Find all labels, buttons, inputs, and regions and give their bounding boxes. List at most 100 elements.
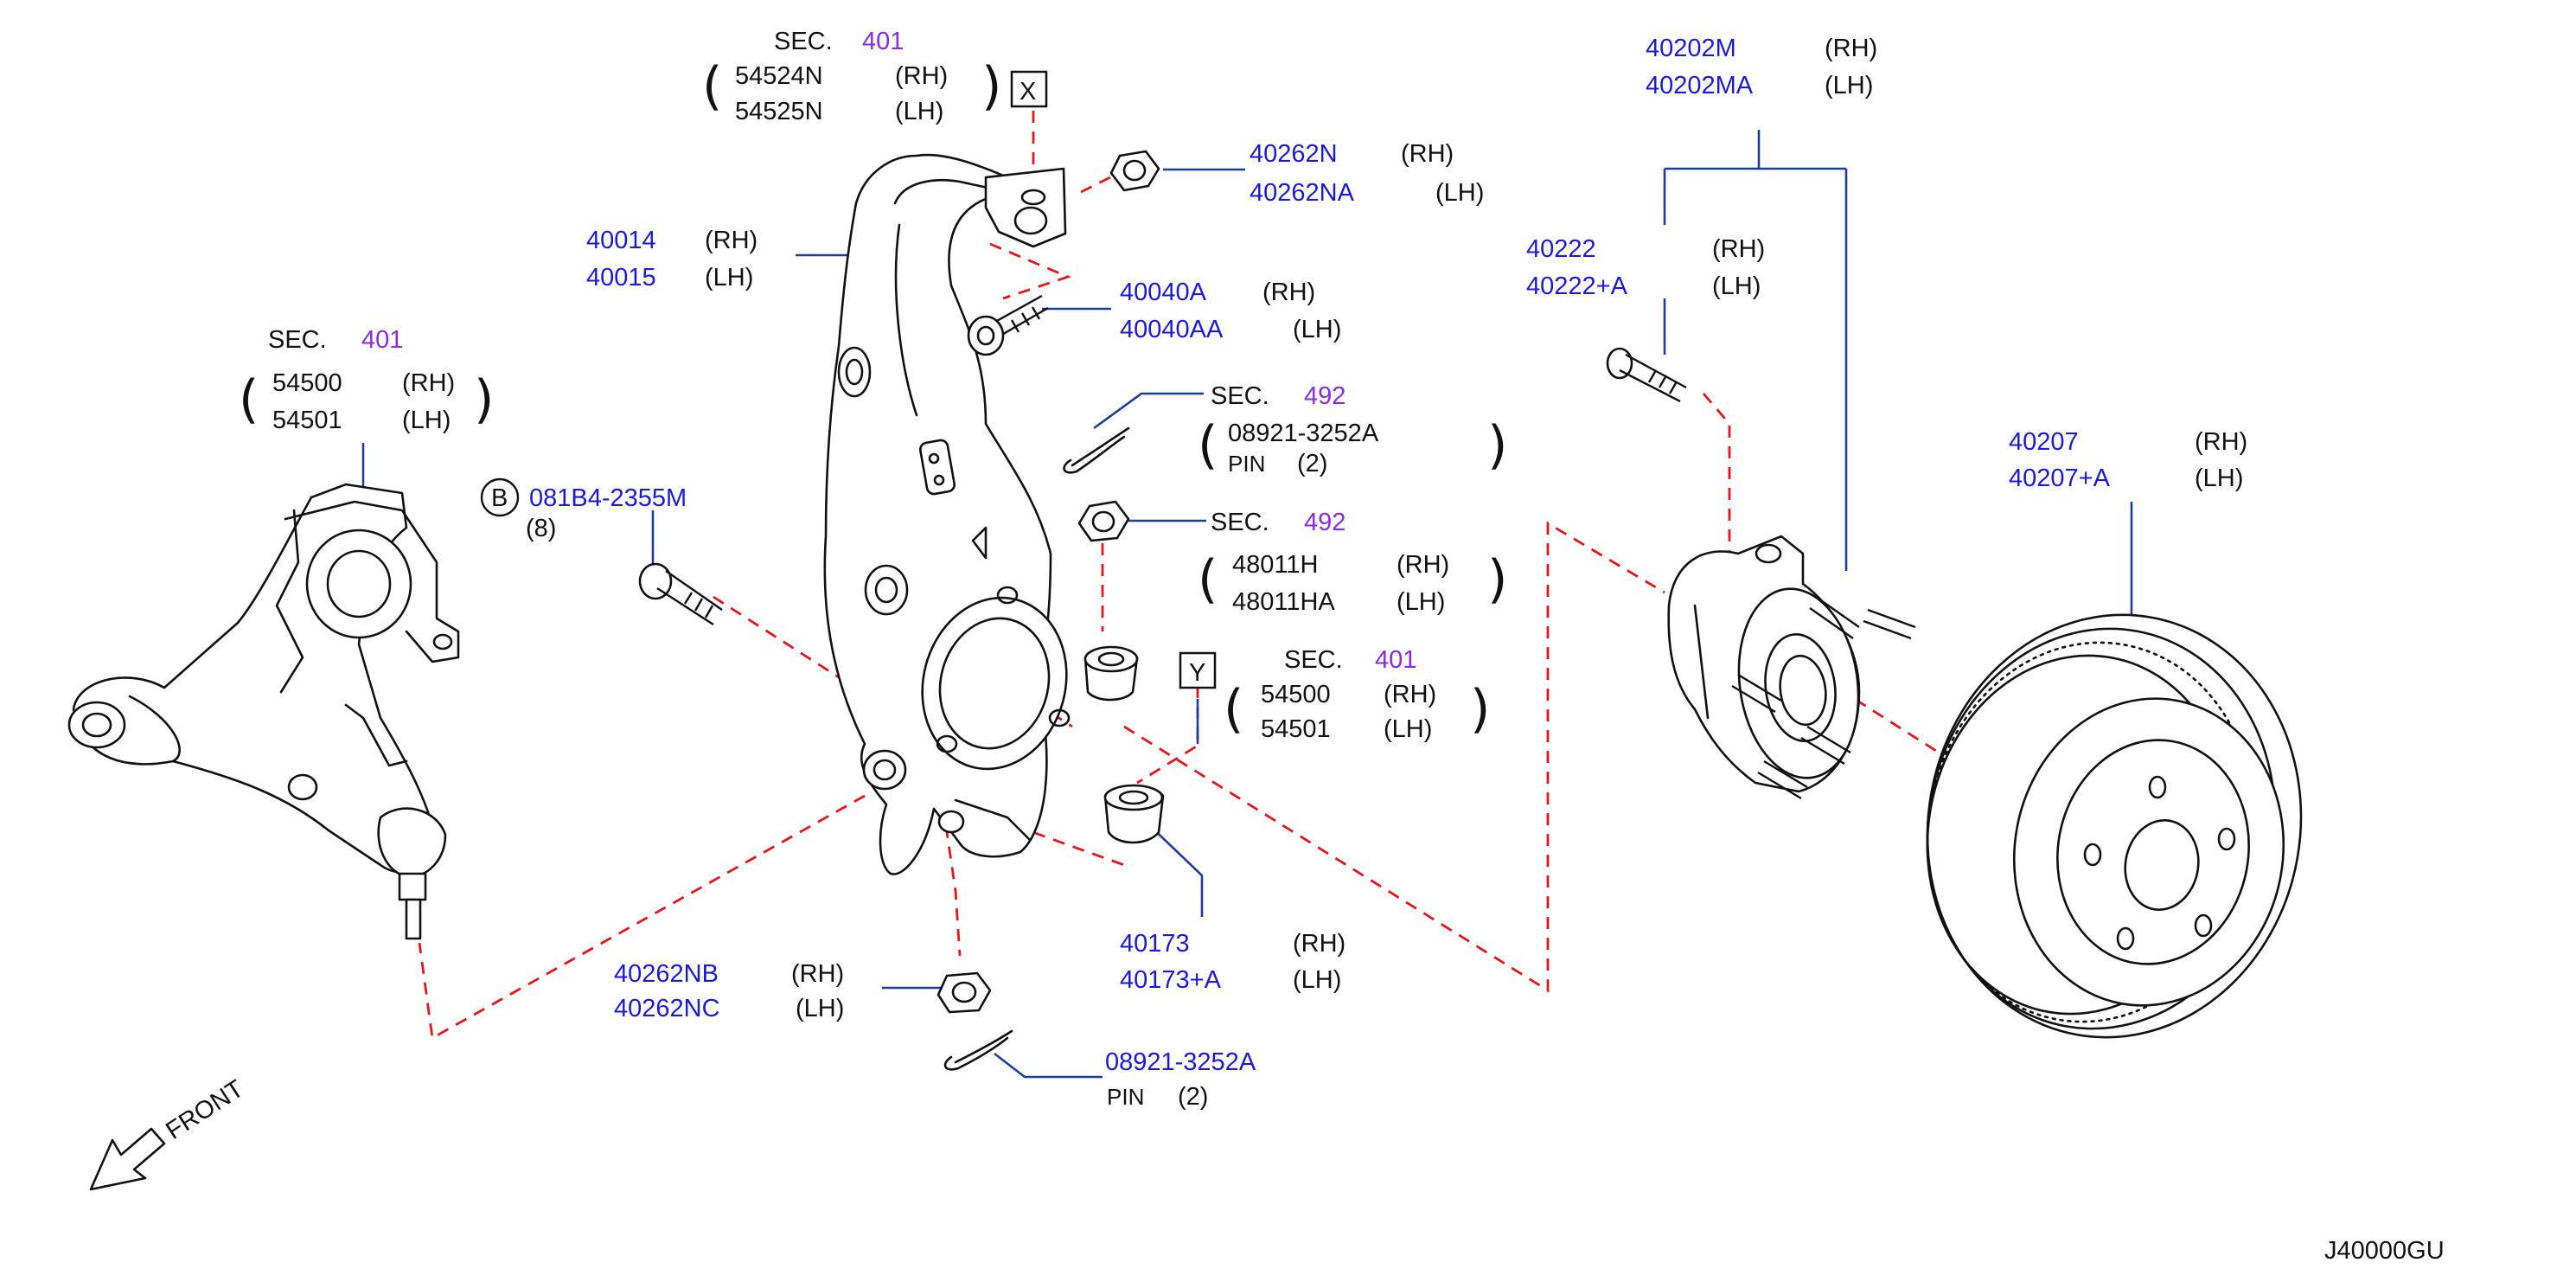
side-label: (LH)	[1825, 72, 1873, 99]
sec-number: 492	[1304, 382, 1346, 410]
side-label: (LH)	[1293, 316, 1341, 343]
sec-number: 492	[1304, 509, 1346, 536]
svg-text:): )	[474, 369, 494, 430]
part-number: 48011H	[1232, 551, 1318, 579]
callout-sec492-pin: SEC. 492 ( ) 08921-3252A PIN (2)	[1198, 382, 1507, 477]
sec-label: SEC.	[1211, 382, 1269, 410]
part-number: 40202M	[1646, 35, 1736, 62]
side-label: (RH)	[705, 227, 757, 254]
side-label: (RH)	[895, 62, 948, 90]
sec-label: SEC.	[1284, 646, 1343, 674]
callout-40262n: 40262N (RH) 40262NA (LH)	[1250, 140, 1484, 207]
pin-label: PIN	[1228, 451, 1265, 477]
part-number: 40207+A	[2009, 465, 2111, 492]
part-number: 08921-3252A	[1228, 420, 1379, 447]
svg-text:(: (	[702, 56, 722, 117]
part-number: 54501	[1261, 715, 1331, 743]
part-number: 54501	[272, 407, 342, 434]
side-label: (LH)	[796, 995, 844, 1022]
part-number: 54500	[1261, 681, 1331, 708]
callout-40262nb: 40262NB (RH) 40262NC (LH)	[614, 960, 844, 1022]
svg-text:(: (	[1198, 415, 1218, 476]
part-number: 40262NB	[614, 960, 719, 988]
quantity: (2)	[1178, 1083, 1208, 1111]
callout-40202m: 40202M (RH) 40202MA (LH)	[1646, 35, 1877, 99]
svg-text:(: (	[1198, 549, 1218, 610]
part-number: 40222+A	[1526, 272, 1628, 300]
part-number: 40262N	[1250, 140, 1338, 168]
quantity: (8)	[526, 515, 556, 542]
callout-40173: 40173 (RH) 40173+A (LH)	[1120, 930, 1346, 994]
steering-knuckle	[823, 153, 1071, 875]
part-number: 54525N	[735, 98, 823, 125]
part-number: 40202MA	[1646, 72, 1754, 99]
part-number: 48011HA	[1232, 588, 1335, 616]
callout-40014: 40014 (RH) 40015 (LH)	[586, 227, 757, 292]
pin-label: PIN	[1107, 1084, 1144, 1110]
side-label: (LH)	[1397, 588, 1445, 616]
part-number: 08921-3252A	[1105, 1048, 1256, 1076]
callout-pin-bottom: 08921-3252A PIN (2)	[1105, 1048, 1256, 1111]
quantity: (2)	[1297, 450, 1327, 477]
svg-text:): )	[981, 56, 1001, 117]
part-number: 40173	[1120, 930, 1190, 958]
svg-text:): )	[1487, 415, 1507, 476]
callout-40040a: 40040A (RH) 40040AA (LH)	[1120, 279, 1341, 343]
side-label: (LH)	[402, 407, 451, 434]
part-number: 54524N	[735, 62, 823, 90]
svg-text:): )	[1487, 549, 1507, 610]
part-number: 40222	[1526, 235, 1596, 263]
side-label: (RH)	[1825, 35, 1877, 62]
diagram-code: J40000GU	[2324, 1237, 2445, 1265]
side-label: (LH)	[1435, 179, 1484, 207]
knuckle-fasteners	[638, 150, 1165, 1071]
part-number: 40262NC	[614, 995, 720, 1022]
part-number: 40040A	[1120, 279, 1207, 306]
callout-sec401-top: SEC. 401 ( ) 54524N (RH) 54525N (LH) X	[702, 28, 1048, 125]
part-number: 40207	[2009, 428, 2079, 456]
sec-label: SEC.	[268, 326, 327, 354]
brake-rotor	[1926, 613, 2303, 1039]
front-arrow-icon	[89, 1127, 166, 1191]
callout-40222: 40222 (RH) 40222+A (LH)	[1526, 235, 1765, 300]
part-number: 40040AA	[1120, 316, 1224, 343]
part-number: 40014	[586, 227, 656, 254]
sec-number: 401	[361, 326, 403, 354]
side-label: (LH)	[895, 98, 943, 125]
side-label: (LH)	[1712, 272, 1761, 300]
callout-sec401-y: Y SEC. 401 ( ) 54500 (RH) 54501 (LH)	[1179, 646, 1490, 743]
side-label: (LH)	[705, 264, 753, 292]
sec-label: SEC.	[1211, 509, 1269, 536]
reference-box-x: X	[1020, 78, 1036, 106]
callout-sec492-nut: SEC. 492 ( ) 48011H (RH) 48011HA (LH)	[1198, 509, 1507, 616]
side-label: (RH)	[1262, 279, 1315, 306]
lower-control-arm	[67, 483, 460, 940]
hub-bearing	[1606, 347, 1916, 800]
callout-40207: 40207 (RH) 40207+A (LH)	[2009, 428, 2247, 492]
svg-text:(: (	[1224, 679, 1243, 740]
side-label: (RH)	[2195, 428, 2247, 456]
wheel-studs	[1731, 596, 1916, 800]
callout-081b4: B 081B4-2355M (8)	[480, 477, 687, 542]
side-label: (RH)	[402, 369, 455, 397]
side-label: (RH)	[1384, 681, 1436, 708]
side-label: (RH)	[1401, 140, 1454, 168]
callout-sec401-left: SEC. 401 ( ) 54500 (RH) 54501 (LH)	[239, 326, 494, 434]
front-label: FRONT	[161, 1074, 248, 1144]
part-number: 40262NA	[1250, 179, 1355, 207]
side-label: (RH)	[1397, 551, 1449, 579]
side-label: (LH)	[1293, 966, 1341, 994]
svg-text:(: (	[239, 369, 259, 430]
part-number: 40015	[586, 264, 656, 292]
side-label: (RH)	[1712, 235, 1765, 263]
side-label: (LH)	[2195, 465, 2243, 492]
svg-text:): )	[1470, 679, 1490, 740]
sec-number: 401	[1375, 646, 1416, 674]
sec-number: 401	[862, 28, 904, 55]
side-label: (RH)	[1293, 930, 1346, 958]
reference-circle-b: B	[491, 484, 508, 512]
side-label: (RH)	[791, 960, 844, 988]
side-label: (LH)	[1384, 715, 1432, 743]
part-number: 54500	[272, 369, 342, 397]
